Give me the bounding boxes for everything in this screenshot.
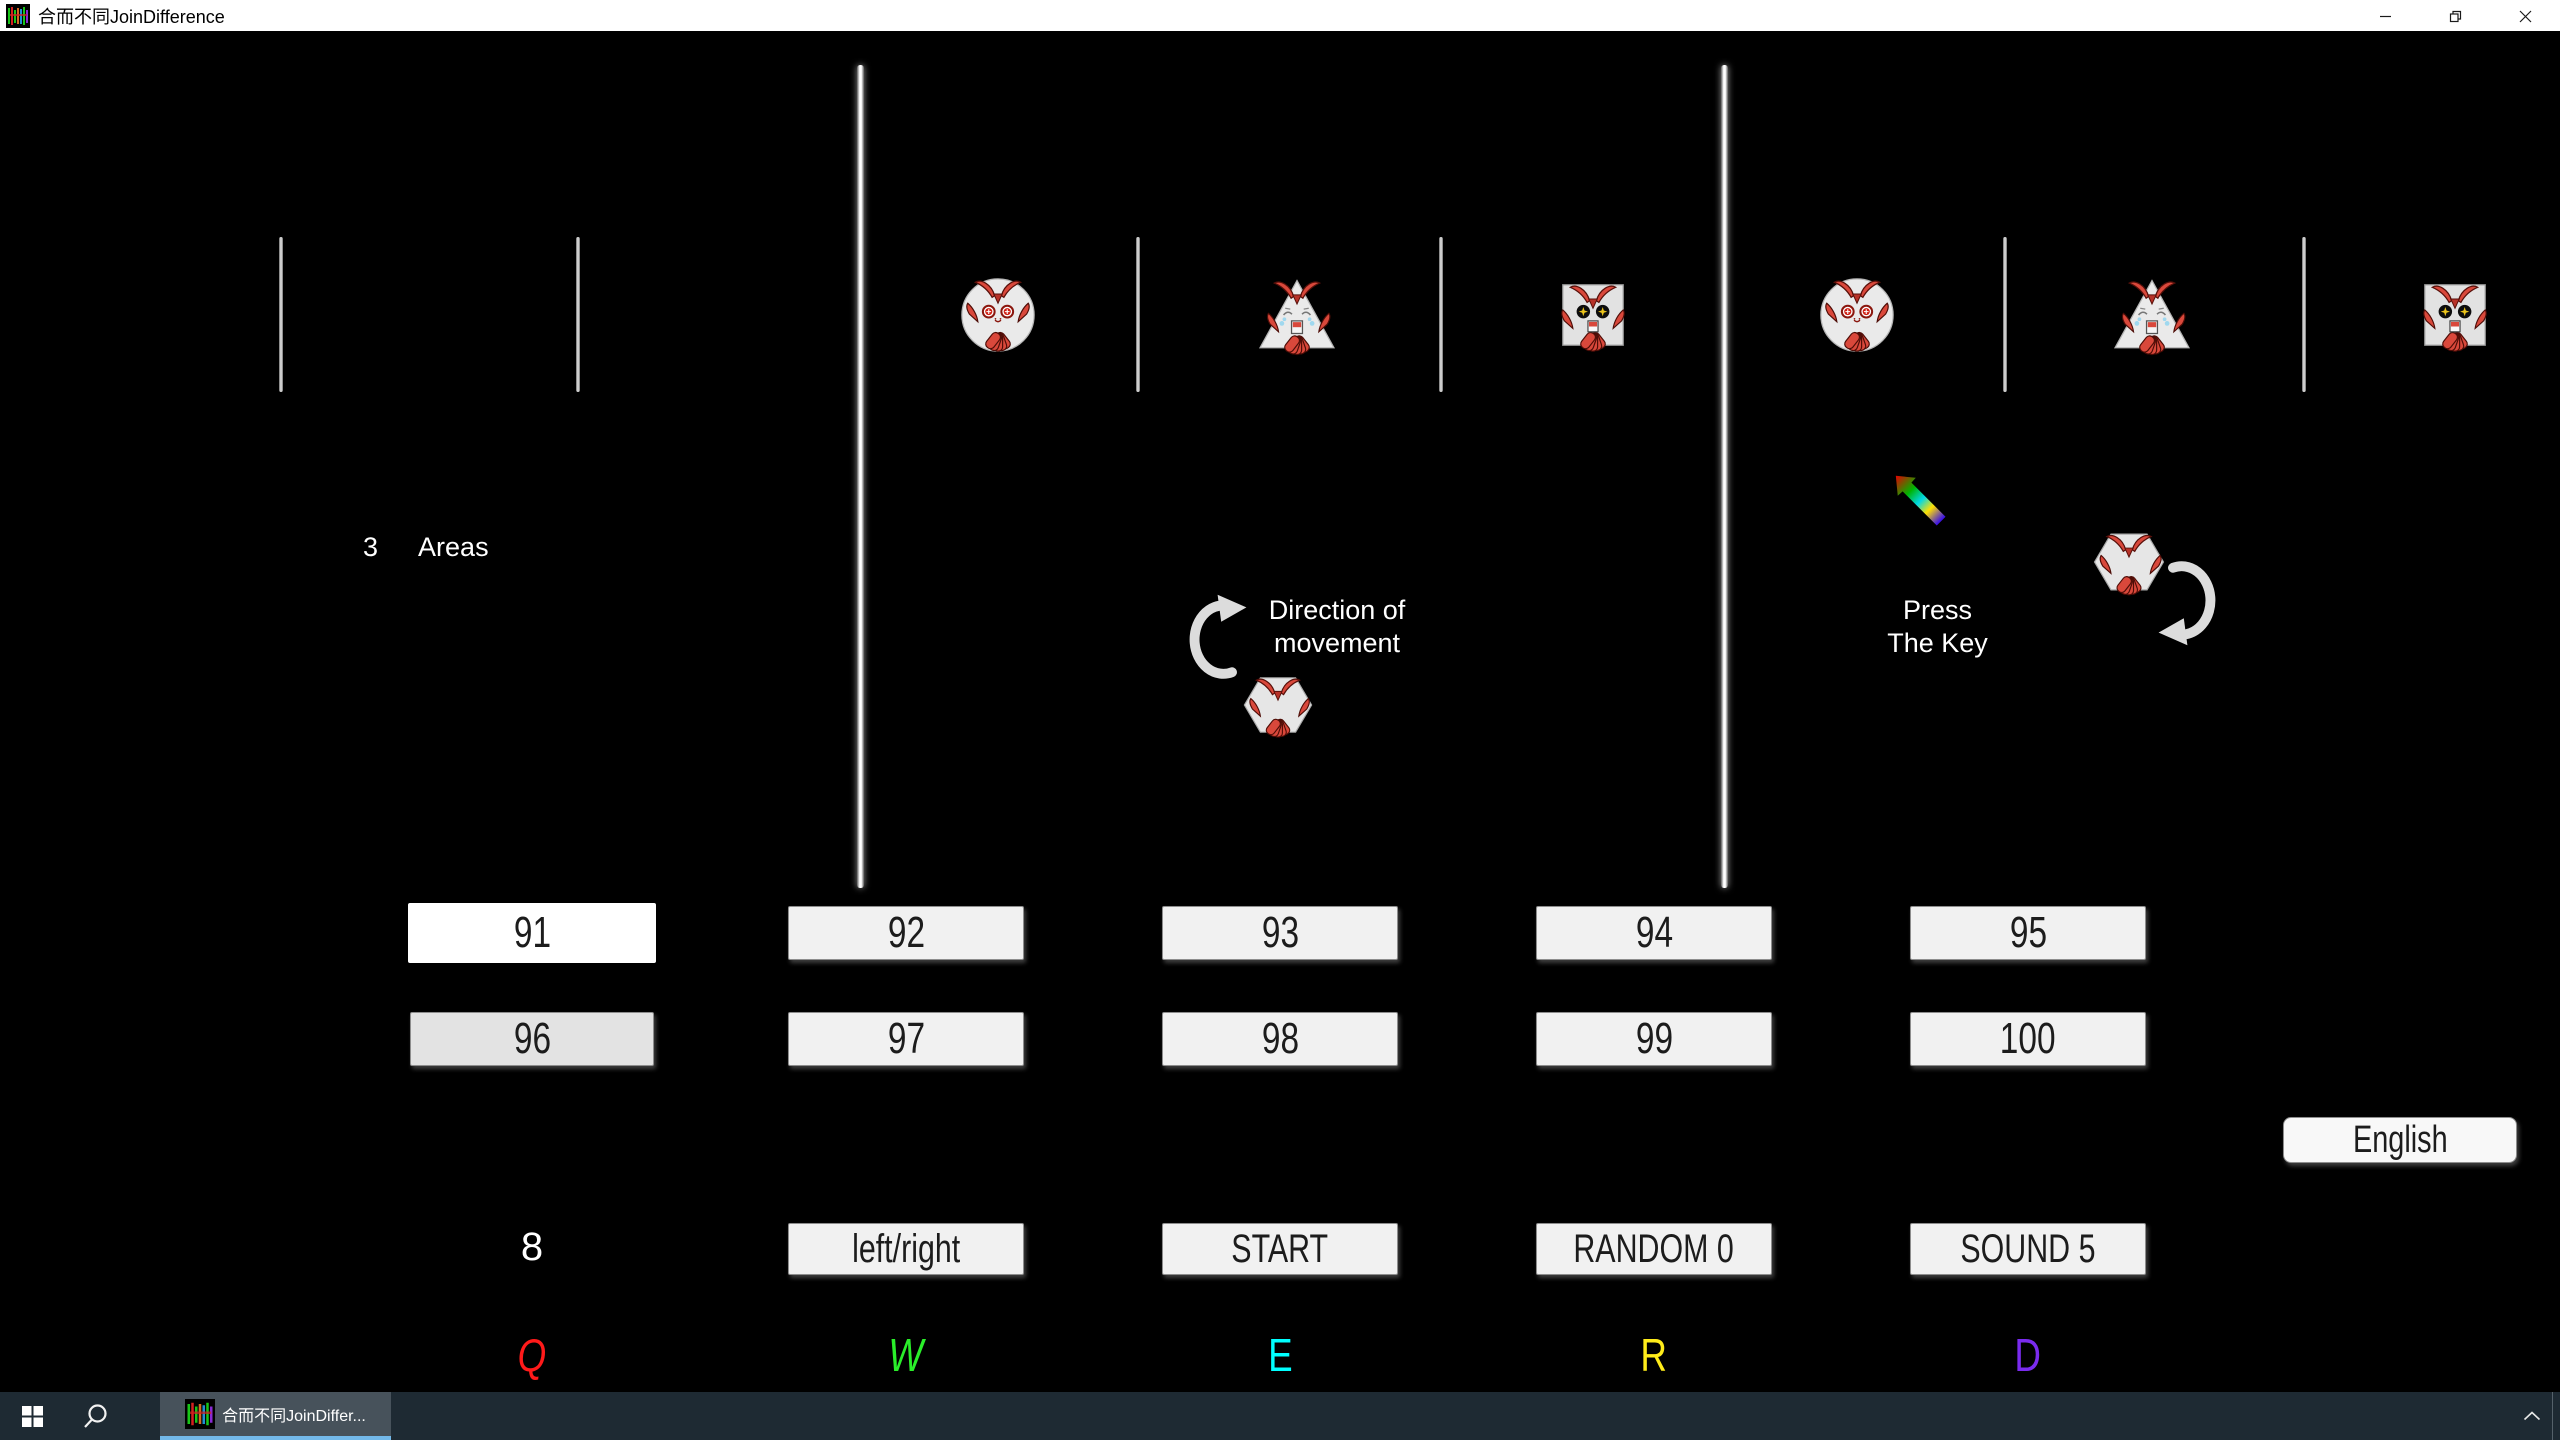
sound-button[interactable]: SOUND 5 bbox=[1910, 1223, 2146, 1275]
start-button[interactable]: START bbox=[1162, 1223, 1398, 1275]
areas-indicator: 3 Areas bbox=[363, 532, 489, 563]
restore-button[interactable] bbox=[2420, 0, 2490, 32]
number-button[interactable]: 99 bbox=[1536, 1012, 1772, 1066]
restore-icon bbox=[2449, 10, 2461, 22]
lane-line bbox=[576, 237, 580, 392]
rotation-arrow-icon bbox=[2155, 552, 2227, 652]
areas-label: Areas bbox=[418, 532, 489, 562]
monster-sprite bbox=[956, 273, 1040, 357]
number-button[interactable]: 98 bbox=[1162, 1012, 1398, 1066]
minimize-button[interactable] bbox=[2350, 0, 2420, 32]
app-icon bbox=[6, 4, 30, 28]
title-bar[interactable]: 合而不同JoinDifference bbox=[0, 0, 2560, 32]
lane-line bbox=[279, 237, 283, 392]
close-icon bbox=[2519, 10, 2531, 22]
number-button[interactable]: 100 bbox=[1910, 1012, 2146, 1066]
counter-value: 8 bbox=[520, 1225, 544, 1269]
minimize-icon bbox=[2379, 15, 2391, 17]
number-button[interactable]: 97 bbox=[788, 1012, 1024, 1066]
language-button[interactable]: English bbox=[2283, 1117, 2517, 1163]
monster-sprite bbox=[2413, 273, 2497, 357]
number-button[interactable]: 92 bbox=[788, 906, 1024, 960]
area-divider-line bbox=[857, 65, 864, 888]
tray-show-hidden-icons-button[interactable] bbox=[2512, 1392, 2552, 1440]
key-label-q: Q bbox=[517, 1329, 547, 1381]
taskbar-app-button[interactable]: 合而不同JoinDiffer... bbox=[160, 1392, 391, 1440]
app-icon bbox=[185, 1399, 215, 1429]
taskbar: 合而不同JoinDiffer... bbox=[0, 1392, 2560, 1440]
monster-sprite bbox=[2110, 273, 2194, 357]
lane-line bbox=[1439, 237, 1443, 392]
lane-line bbox=[2003, 237, 2007, 392]
random-button[interactable]: RANDOM 0 bbox=[1536, 1223, 1772, 1275]
lane-line bbox=[1136, 237, 1140, 392]
number-button[interactable]: 96 bbox=[410, 1012, 654, 1066]
area-divider-line bbox=[1721, 65, 1728, 888]
direction-hint: Direction of movement bbox=[1268, 595, 1406, 658]
windows-logo-icon bbox=[21, 1405, 43, 1427]
number-button[interactable]: 93 bbox=[1162, 906, 1398, 960]
key-label-r: R bbox=[1640, 1329, 1668, 1381]
number-button[interactable]: 94 bbox=[1536, 906, 1772, 960]
close-button[interactable] bbox=[2490, 0, 2560, 32]
game-area: 3 Areas Direction of movement Press The … bbox=[0, 32, 2560, 1392]
monster-sprite bbox=[1551, 273, 1635, 357]
monster-sprite bbox=[1815, 273, 1899, 357]
number-button[interactable]: 91 bbox=[408, 903, 656, 963]
search-icon bbox=[84, 1404, 107, 1428]
show-desktop-button[interactable] bbox=[2552, 1392, 2560, 1440]
press-key-hint: Press The Key bbox=[1887, 595, 1988, 658]
monster-sprite-demo bbox=[1238, 665, 1318, 745]
chevron-up-icon bbox=[2523, 1411, 2541, 1421]
start-button[interactable] bbox=[0, 1392, 64, 1440]
number-button[interactable]: 95 bbox=[1910, 906, 2146, 960]
taskbar-app-label: 合而不同JoinDiffer... bbox=[222, 1408, 366, 1425]
search-button[interactable] bbox=[64, 1392, 128, 1440]
rainbow-cursor-arrow-icon bbox=[1888, 468, 1966, 546]
areas-count: 3 bbox=[363, 532, 379, 562]
key-label-d: D bbox=[2014, 1329, 2042, 1381]
key-label-w: W bbox=[888, 1329, 924, 1381]
mode-button[interactable]: left/right bbox=[788, 1223, 1024, 1275]
window-title: 合而不同JoinDifference bbox=[38, 6, 225, 27]
key-label-e: E bbox=[1267, 1329, 1293, 1381]
monster-sprite bbox=[1255, 273, 1339, 357]
lane-line bbox=[2302, 237, 2306, 392]
